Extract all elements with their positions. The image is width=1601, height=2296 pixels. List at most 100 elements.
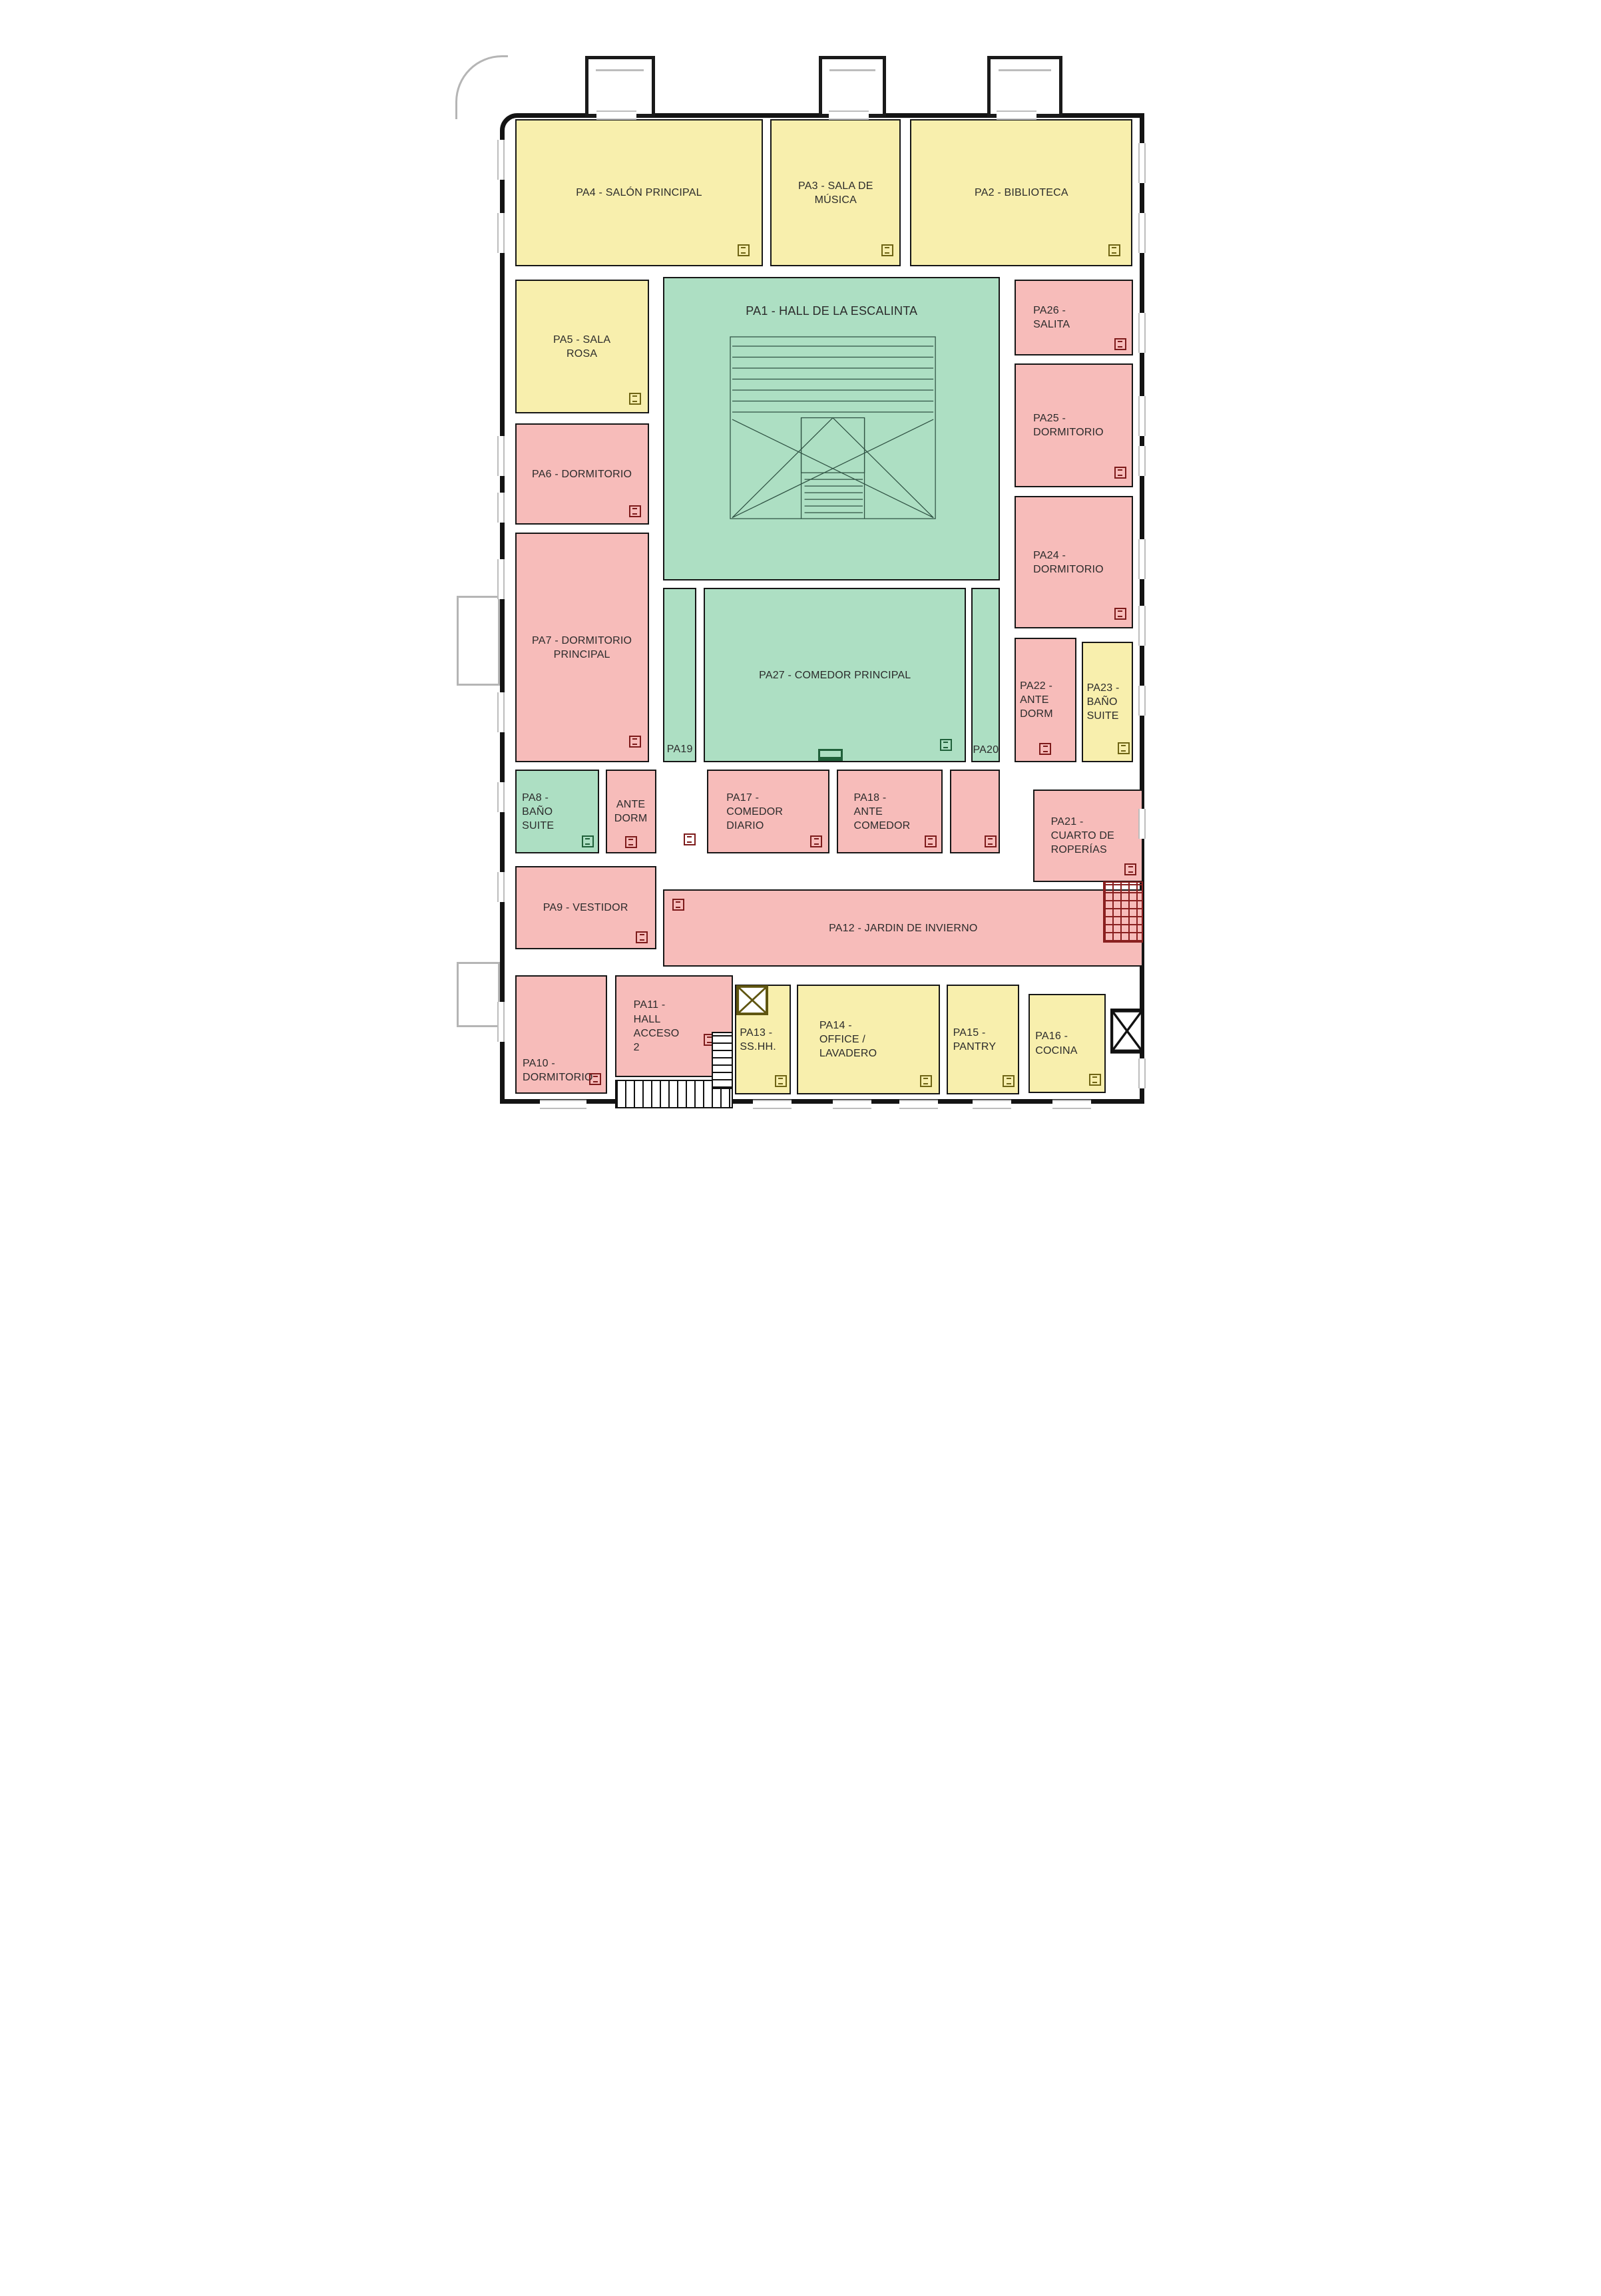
window bbox=[833, 1100, 871, 1109]
room-code-stamp-icon bbox=[672, 898, 684, 911]
room-code-stamp-icon bbox=[939, 738, 952, 751]
window bbox=[497, 872, 505, 903]
window-bay bbox=[584, 56, 655, 118]
room-code-stamp-icon bbox=[1003, 1074, 1015, 1087]
room-code-stamp-icon bbox=[1114, 338, 1126, 350]
room-code-stamp-icon bbox=[581, 835, 594, 848]
room-pa25: PA25 -DORMITORIO bbox=[1014, 363, 1134, 488]
window bbox=[753, 1100, 792, 1109]
room-code-stamp-icon bbox=[1088, 1074, 1101, 1086]
room-pa14: PA14 -OFFICE /LAVADERO bbox=[797, 985, 941, 1095]
room-code-stamp-icon bbox=[628, 735, 641, 748]
room-label: PA2 - BIBLIOTECA bbox=[975, 187, 1068, 199]
window bbox=[596, 110, 636, 120]
window bbox=[497, 140, 505, 180]
shaft-x-icon bbox=[1110, 1009, 1144, 1054]
room-code-stamp-icon bbox=[1114, 467, 1126, 479]
room-pa26: PA26 -SALITA bbox=[1014, 280, 1134, 356]
window bbox=[497, 692, 505, 733]
room-code-stamp-icon bbox=[683, 833, 696, 846]
room-label: PA10 -DORMITORIO bbox=[523, 1057, 593, 1083]
staircase-drawing bbox=[730, 336, 936, 519]
window bbox=[497, 213, 505, 254]
room-code-stamp-icon bbox=[737, 244, 750, 257]
room-label: PA24 -DORMITORIO bbox=[1033, 549, 1104, 575]
room-code-stamp-icon bbox=[1108, 244, 1120, 257]
window bbox=[1138, 446, 1146, 476]
window-bay bbox=[819, 56, 887, 118]
room-label: PA4 - SALÓN PRINCIPAL bbox=[576, 187, 702, 199]
window-bay bbox=[987, 56, 1063, 118]
room-pa4: PA4 - SALÓN PRINCIPAL bbox=[515, 119, 764, 267]
window bbox=[497, 436, 505, 477]
room-pa20: PA20 bbox=[971, 588, 1001, 763]
room-pa12: PA12 - JARDIN DE INVIERNO bbox=[663, 889, 1144, 967]
window bbox=[1138, 539, 1146, 580]
room-pa27: PA27 - COMEDOR PRINCIPAL bbox=[704, 588, 967, 763]
room-room-right-of-pa18 bbox=[950, 770, 1001, 854]
room-pa24: PA24 -DORMITORIO bbox=[1014, 496, 1134, 629]
room-code-stamp-icon bbox=[1039, 743, 1052, 756]
room-label: PA26 -SALITA bbox=[1033, 305, 1070, 331]
service-stair bbox=[711, 1032, 734, 1089]
room-code-stamp-icon bbox=[1114, 607, 1126, 620]
shaft-x-icon bbox=[736, 985, 768, 1015]
balcony bbox=[457, 596, 500, 686]
room-code-stamp-icon bbox=[628, 505, 641, 518]
winter-garden-trellis bbox=[1103, 881, 1144, 943]
window bbox=[497, 493, 505, 523]
fireplace-icon bbox=[817, 749, 843, 761]
window bbox=[1052, 1100, 1092, 1109]
room-label: PA27 - COMEDOR PRINCIPAL bbox=[759, 669, 911, 681]
room-code-stamp-icon bbox=[589, 1073, 602, 1086]
window bbox=[997, 110, 1037, 120]
room-code-stamp-icon bbox=[636, 931, 648, 944]
room-label: PA13 -SS.HH. bbox=[740, 1027, 776, 1052]
room-pa19: PA19 bbox=[663, 588, 697, 763]
window bbox=[497, 559, 505, 600]
balcony bbox=[457, 962, 500, 1027]
window bbox=[1138, 313, 1146, 353]
room-code-stamp-icon bbox=[984, 835, 997, 848]
room-pa6: PA6 - DORMITORIO bbox=[515, 423, 649, 525]
room-pa1: PA1 - HALL DE LA ESCALINTA bbox=[663, 277, 1001, 581]
room-label: PA15 -PANTRY bbox=[953, 1027, 997, 1052]
room-pa9: PA9 - VESTIDOR bbox=[515, 866, 656, 950]
window bbox=[828, 110, 869, 120]
room-label: PA9 - VESTIDOR bbox=[543, 902, 628, 914]
window bbox=[1138, 686, 1146, 716]
window bbox=[1138, 143, 1146, 184]
room-label: PA16 -COCINA bbox=[1035, 1031, 1078, 1056]
room-code-stamp-icon bbox=[919, 1074, 932, 1087]
room-label: PA6 - DORMITORIO bbox=[532, 468, 632, 480]
room-label: PA12 - JARDIN DE INVIERNO bbox=[829, 922, 978, 934]
window bbox=[973, 1100, 1012, 1109]
room-pa15: PA15 -PANTRY bbox=[947, 985, 1020, 1095]
room-pa16: PA16 -COCINA bbox=[1029, 993, 1106, 1094]
room-code-stamp-icon bbox=[924, 835, 937, 848]
room-pa2: PA2 - BIBLIOTECA bbox=[910, 119, 1133, 267]
window bbox=[899, 1100, 939, 1109]
room-code-stamp-icon bbox=[1117, 742, 1130, 754]
room-code-stamp-icon bbox=[774, 1074, 787, 1087]
room-code-stamp-icon bbox=[1124, 863, 1137, 876]
